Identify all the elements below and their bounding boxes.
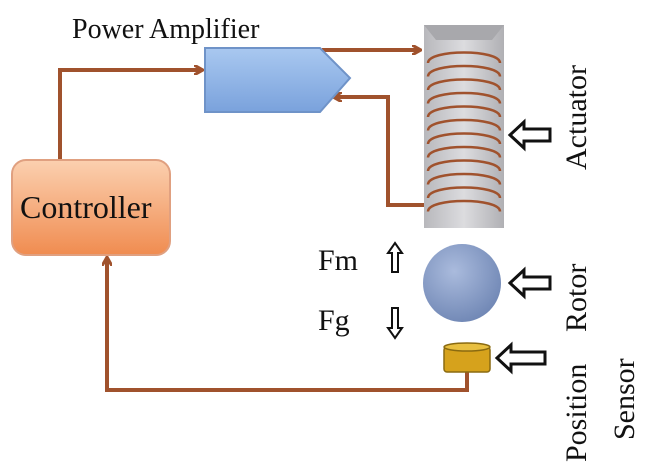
actuator-pointer-arrow-icon — [507, 118, 552, 152]
coil-turn — [426, 118, 502, 132]
coil-turn — [426, 105, 502, 118]
rotor-pointer-arrow-icon — [507, 266, 552, 300]
coil-turn — [426, 78, 502, 91]
sensor-pointer-arrow-icon — [494, 341, 547, 375]
coil-turn — [426, 91, 502, 105]
wire-actuator-return — [334, 97, 424, 207]
fm-label: Fm — [318, 244, 358, 277]
coil-turn — [426, 51, 502, 64]
power-amplifier-block — [204, 47, 352, 113]
controller-block — [11, 159, 171, 256]
coil-turn — [426, 132, 502, 145]
coil-turn — [426, 186, 502, 199]
rotor-label: Rotor — [560, 264, 593, 332]
power-amplifier-label: Power Amplifier — [72, 14, 260, 45]
coil-turn — [426, 172, 502, 186]
coil-turn — [426, 145, 502, 159]
controller-label: Controller — [20, 189, 152, 225]
up-arrow-icon — [386, 241, 404, 273]
position-sensor-label-line2: Sensor — [608, 358, 641, 440]
wire-sensor-to-controller — [107, 258, 469, 392]
coil-turn — [426, 64, 502, 78]
coil-turn — [426, 159, 502, 172]
position-sensor-label-line1: Position — [560, 364, 593, 462]
wire-controller-to-amplifier — [58, 70, 202, 160]
position-sensor — [443, 342, 491, 373]
rotor — [423, 244, 501, 322]
fg-label: Fg — [318, 304, 350, 337]
actuator-core — [424, 25, 504, 228]
actuator-label: Actuator — [560, 65, 593, 170]
coil-turn — [426, 199, 502, 213]
actuator-coil — [426, 51, 502, 213]
down-arrow-icon — [386, 307, 404, 340]
